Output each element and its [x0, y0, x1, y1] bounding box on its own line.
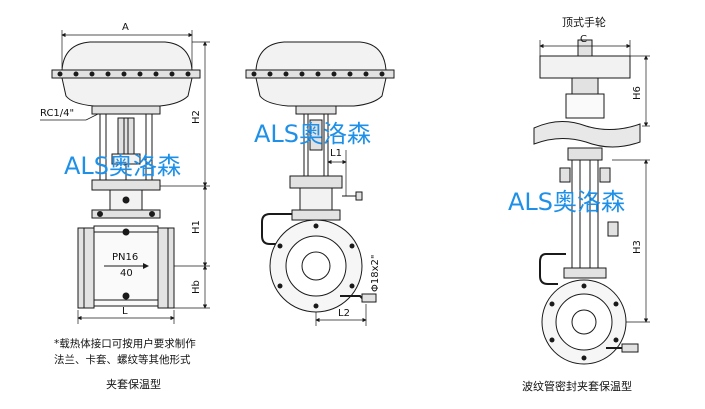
notes-block: *载热体接口可按用户要求制作 法兰、卡套、螺纹等其他形式 — [54, 336, 196, 368]
dim-label-H6: H6 — [632, 86, 643, 100]
right-view — [533, 39, 641, 365]
note-line-1: *载热体接口可按用户要求制作 — [54, 338, 196, 350]
caption-left: 夹套保温型 — [106, 378, 161, 391]
left-actuator-bolts — [57, 71, 191, 77]
right-actuator — [533, 121, 641, 148]
handwheel — [539, 55, 631, 79]
dim-label-C: C — [580, 34, 587, 45]
dim-label-H2: H2 — [191, 110, 202, 124]
top-handwheel-label: 顶式手轮 — [562, 16, 606, 29]
dim-label-Hb: Hb — [191, 280, 202, 294]
right-dimensions — [539, 40, 650, 323]
caption-right: 波纹管密封夹套保温型 — [522, 380, 632, 393]
left-yoke-base — [91, 179, 161, 191]
dim-label-H1: H1 — [191, 220, 202, 234]
middle-dimensions — [315, 150, 367, 326]
left-view — [51, 41, 201, 309]
left-dimensions — [40, 30, 210, 324]
left-actuator-lower — [61, 77, 193, 107]
dim-label-H3: H3 — [632, 240, 643, 254]
dim-label-L2: L2 — [338, 308, 350, 319]
watermark-1: ALS奥洛森 — [64, 152, 182, 180]
note-line-2: 法兰、卡套、螺纹等其他形式 — [54, 354, 191, 366]
size-label: 40 — [120, 268, 133, 279]
middle-view — [245, 41, 395, 313]
dim-label-L: L — [122, 306, 128, 317]
pressure-label: PN16 — [112, 252, 139, 263]
left-actuator-cover — [61, 41, 193, 71]
rc-thread-label: RC1/4" — [40, 108, 75, 119]
mid-actuator-cover — [255, 41, 387, 71]
watermark-3: ALS奥洛森 — [508, 188, 626, 216]
bolt-hole-label: Φ18x2" — [370, 254, 381, 292]
dim-label-A: A — [122, 22, 129, 33]
watermark-2: ALS奥洛森 — [254, 120, 372, 148]
left-flange-right — [157, 227, 175, 309]
dim-label-L1: L1 — [330, 148, 342, 159]
left-flange-left — [77, 227, 95, 309]
left-yoke-top — [91, 105, 161, 115]
